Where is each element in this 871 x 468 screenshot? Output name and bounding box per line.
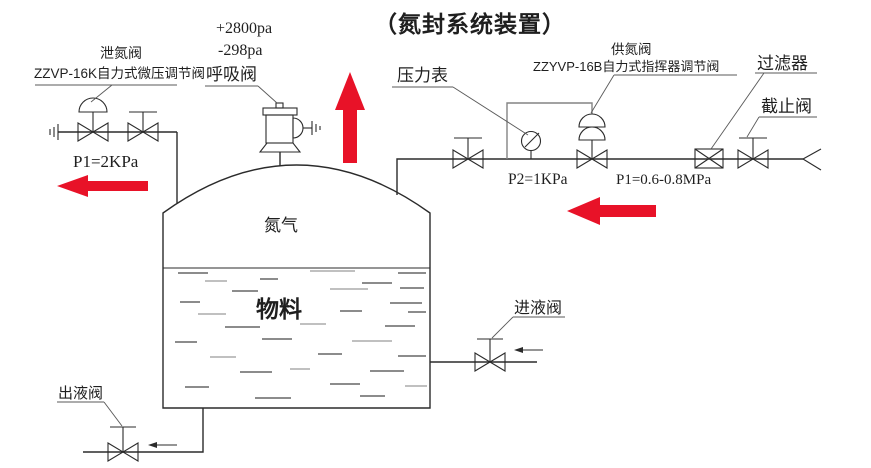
vent-valve-label: 泄氮阀: [100, 45, 142, 61]
breathing-valve-leader-line: [257, 85, 278, 104]
liquid-surface-dashes: [175, 270, 427, 399]
inlet-valve-label: 进液阀: [514, 299, 562, 317]
pressure-gauge-label: 压力表: [397, 66, 448, 85]
breathing-valve-label: 呼吸阀: [206, 65, 257, 84]
outlet-valve-icon: [107, 426, 139, 462]
outlet-flow-arrow-icon: [148, 442, 177, 448]
flow-arrow-up-icon: [335, 72, 365, 163]
breathing-valve-icon: [258, 102, 312, 153]
storage-tank: 氮气 物料: [162, 164, 431, 409]
vent-valve-model-label: ZZVP-16K自力式微压调节阀: [34, 66, 205, 81]
stop-valve-icon: [737, 137, 769, 169]
tank-outline-icon: [162, 164, 431, 409]
pilot-impulse-line: [506, 102, 593, 159]
outlet-valve-leader-line: [103, 401, 123, 427]
filter-leader-line: [710, 72, 765, 150]
supply-globe-valve-icon: [452, 137, 484, 169]
supply-valve-leader-line: [590, 74, 615, 114]
nitrogen-vent-line: 泄氮阀 ZZVP-16K自力式微压调节阀 P1=2KPa: [34, 45, 205, 203]
supply-valve-label: 供氮阀: [611, 42, 652, 57]
pilot-operated-regulator-valve-icon: [576, 113, 608, 169]
material-label: 物料: [256, 296, 302, 322]
filter-label: 过滤器: [757, 54, 808, 73]
supply-pipe: [396, 158, 803, 195]
stop-valve-label: 截止阀: [761, 97, 812, 116]
vent-atmosphere-icon: [49, 124, 59, 140]
flow-arrow-left-in-icon: [567, 197, 656, 225]
supply-pressure-label: P1=0.6-0.8MPa: [616, 172, 711, 188]
inlet-valve-icon: [474, 338, 506, 372]
nitrogen-supply-line: 压力表 供氮阀 ZZYVP-16B自力式指挥器调节阀 P2=1KPa P1=0.…: [392, 42, 822, 225]
vent-pressure-label: P1=2KPa: [73, 152, 139, 171]
inlet-flow-arrow-icon: [514, 347, 543, 353]
liquid-inlet-line: 进液阀: [430, 299, 565, 372]
liquid-outlet-line: 出液阀: [57, 385, 204, 462]
nitrogen-gas-label: 氮气: [264, 216, 298, 235]
diagram-title: （氮封系统装置）: [374, 11, 566, 37]
breathing-valve-assembly: +2800pa -298pa 呼吸阀: [205, 20, 321, 166]
stop-valve-leader-line: [746, 116, 760, 138]
supply-valve-model-label: ZZYVP-16B自力式指挥器调节阀: [533, 59, 719, 74]
filter-icon: [694, 148, 724, 169]
micro-pressure-regulator-valve-icon: [77, 97, 109, 142]
pipe-break-icon: [802, 148, 822, 171]
vent-to-atmosphere-icon: [311, 121, 321, 135]
outlet-valve-label: 出液阀: [58, 385, 103, 402]
outlet-pipe: [83, 408, 204, 453]
inlet-valve-leader-line: [491, 316, 514, 339]
flow-arrow-left-out-icon: [57, 175, 148, 197]
negative-pressure-label: -298pa: [218, 42, 262, 59]
pressure-gauge-leader-line: [452, 86, 529, 136]
positive-pressure-label: +2800pa: [216, 20, 272, 37]
gauge-pressure-label: P2=1KPa: [508, 171, 568, 188]
pressure-gauge-icon: [520, 130, 542, 159]
vent-globe-valve-icon: [127, 111, 159, 142]
vent-valve-leader-line: [90, 84, 113, 103]
